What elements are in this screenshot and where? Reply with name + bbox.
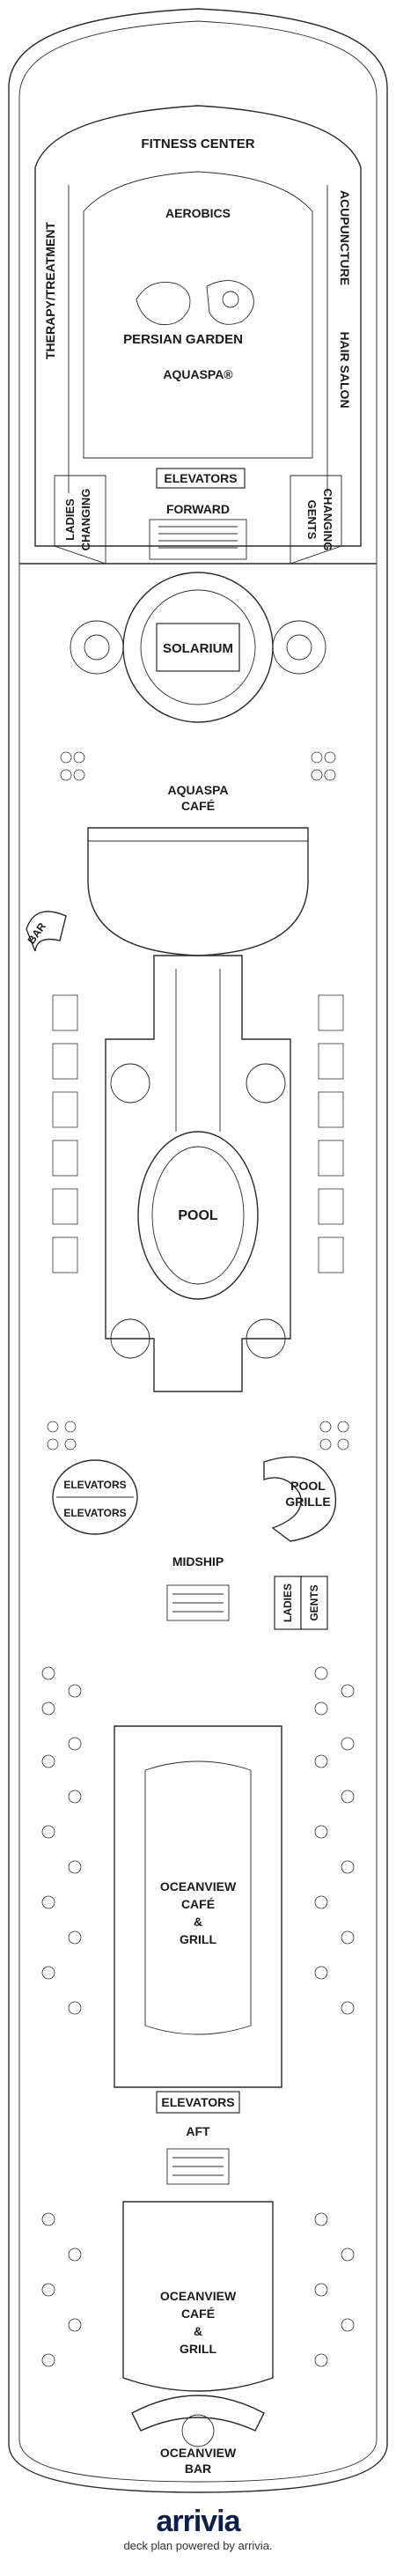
elevators-aft-box[interactable] xyxy=(156,2091,240,2114)
solarium-side-ring-right xyxy=(272,620,326,675)
label-elevators-aft: ELEVATORS xyxy=(161,2095,234,2109)
label-solarium: SOLARIUM xyxy=(163,641,233,656)
pool-hot-tub-left xyxy=(110,1063,150,1103)
label-elevators-forward: ELEVATORS xyxy=(164,471,237,485)
label-therapy-treatment: THERAPY/TREATMENT xyxy=(43,222,57,360)
label-oceanview-bar-1: OCEANVIEW xyxy=(160,2446,237,2460)
hull-inner xyxy=(18,20,378,2483)
solarium-side-ring-left xyxy=(70,620,124,675)
label-elevators-mid-1: ELEVATORS xyxy=(63,1479,126,1491)
label-oceanview-1-d: GRILL xyxy=(180,1932,216,1946)
table-clusters xyxy=(47,751,349,1450)
forward-stairs xyxy=(149,519,247,560)
solarium-mid-ring xyxy=(140,589,256,705)
dining-tables xyxy=(41,1666,355,2367)
persian-garden-shape-2 xyxy=(206,280,254,325)
label-aquaspa-cafe-2: CAFÉ xyxy=(181,799,215,813)
label-aquaspa-cafe-1: AQUASPA xyxy=(168,783,229,797)
label-oceanview-1-b: CAFÉ xyxy=(181,1897,215,1911)
label-pool-grille-2: GRILLE xyxy=(285,1495,330,1509)
brand-tagline: deck plan powered by arrivia. xyxy=(123,2539,273,2552)
label-forward: FORWARD xyxy=(166,502,230,516)
fitness-area-outline xyxy=(34,105,362,547)
garden-pool-circle xyxy=(222,291,239,308)
solarium-side-inner-left xyxy=(84,634,110,661)
elevators-forward-box[interactable] xyxy=(156,468,246,489)
lounger-rows xyxy=(52,994,344,1273)
solarium-side-inner-right xyxy=(286,634,312,661)
pool-ramp xyxy=(175,969,221,1132)
label-oceanview-1-a: OCEANVIEW xyxy=(160,1879,237,1893)
label-aquaspa: AQUASPA® xyxy=(163,367,233,381)
aft-stairs xyxy=(166,2148,230,2185)
bar-counter xyxy=(26,911,67,952)
label-oceanview-bar-2: BAR xyxy=(185,2462,211,2476)
label-oceanview-2-d: GRILL xyxy=(180,2342,216,2356)
label-oceanview-2-b: CAFÉ xyxy=(181,2307,215,2321)
pool-deck-outline xyxy=(105,955,291,1392)
label-acupuncture: ACUPUNCTURE xyxy=(338,190,352,285)
elevators-midship-oval[interactable] xyxy=(52,1459,138,1535)
label-ladies: LADIES xyxy=(282,1583,294,1622)
label-elevators-mid-2: ELEVATORS xyxy=(63,1507,126,1519)
label-aft: AFT xyxy=(186,2124,210,2138)
label-fitness-center: FITNESS CENTER xyxy=(141,137,254,151)
label-oceanview-1-c: & xyxy=(194,1915,202,1929)
oceanview-bar-counter xyxy=(131,2395,265,2432)
brand-name: arrivia xyxy=(156,2505,240,2538)
spa-inner-curve xyxy=(83,171,313,459)
label-ladies-changing-2: CHANGING xyxy=(79,489,92,551)
solarium-center[interactable] xyxy=(156,623,240,672)
pool-grille-counter xyxy=(263,1456,337,1542)
label-pool-grille-1: POOL xyxy=(290,1479,326,1493)
label-gents-changing-2: CHANGING xyxy=(321,489,334,551)
ladies-restroom xyxy=(274,1576,302,1630)
gents-restroom xyxy=(300,1576,328,1630)
oceanview-cafe-1-counter xyxy=(144,1760,252,2035)
persian-garden-shape xyxy=(136,282,191,326)
label-oceanview-2-c: & xyxy=(194,2324,202,2338)
aquaspa-cafe-counter xyxy=(87,827,309,956)
label-ladies-changing-1: LADIES xyxy=(63,498,77,541)
pool-inner-ring xyxy=(151,1146,245,1285)
pool-hot-tub-right xyxy=(246,1063,286,1103)
oceanview-cafe-1-outline xyxy=(114,1725,282,2088)
label-midship: MIDSHIP xyxy=(172,1554,224,1568)
gents-changing-room xyxy=(290,475,342,565)
oceanview-bar-circle xyxy=(181,2414,215,2447)
brand-logo: arrivia xyxy=(0,2505,396,2539)
label-oceanview-2-a: OCEANVIEW xyxy=(160,2289,237,2303)
oceanview-cafe-2-outline xyxy=(122,2201,274,2392)
label-persian-garden: PERSIAN GARDEN xyxy=(123,332,243,347)
pool-hot-tub-right-2 xyxy=(246,1318,286,1359)
label-gents: GENTS xyxy=(308,1584,320,1620)
label-aerobics: AEROBICS xyxy=(165,206,231,220)
footer: arrivia deck plan powered by arrivia. xyxy=(0,2499,396,2576)
pool-shape[interactable] xyxy=(137,1131,259,1300)
hull-outline xyxy=(8,8,388,2493)
midship-stairs xyxy=(166,1584,230,1621)
label-hair-salon: HAIR SALON xyxy=(338,331,352,408)
label-pool: POOL xyxy=(178,1208,218,1223)
pool-hot-tub-left-2 xyxy=(110,1318,150,1359)
label-gents-changing-1: GENTS xyxy=(305,500,319,540)
